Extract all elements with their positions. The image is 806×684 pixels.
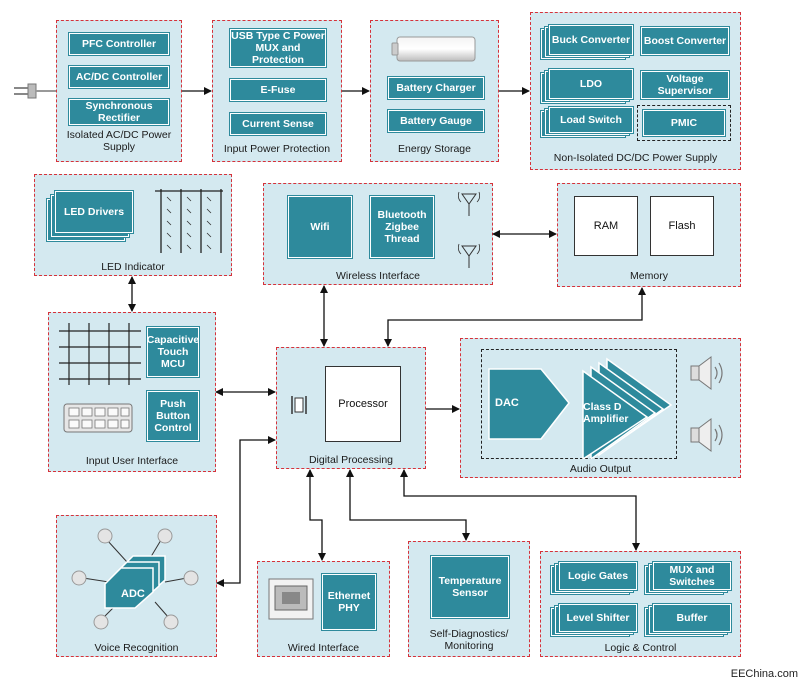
antenna-icon xyxy=(458,243,480,268)
flash-block: Flash xyxy=(650,196,714,256)
speaker-icon xyxy=(690,356,723,390)
logic-gates-stack: Logic Gates xyxy=(551,562,637,594)
logic-control-panel: Logic Gates MUX and Switches Level Shift… xyxy=(540,551,741,657)
ram-block: RAM xyxy=(574,196,638,256)
audio-output-title: Audio Output xyxy=(569,463,632,475)
temperature-sensor-block: Temperature Sensor xyxy=(431,556,509,618)
ldo-block: LDO xyxy=(549,69,633,99)
battery-icon xyxy=(391,36,476,62)
buck-converter-stack: Buck Converter xyxy=(541,25,633,59)
processor-block: Processor xyxy=(325,366,401,442)
audio-output-panel: DAC Class D Amplifier Audio Output xyxy=(460,338,741,478)
ethernet-port-icon xyxy=(268,578,314,620)
battery-gauge-block: Battery Gauge xyxy=(388,110,484,132)
logic-control-title: Logic & Control xyxy=(604,642,677,654)
wireless-title: Wireless Interface xyxy=(335,270,421,282)
digital-processing-panel: Processor Digital Processing xyxy=(276,347,426,469)
cap-touch-mcu-block: Capacitive Touch MCU xyxy=(147,327,199,377)
dac-label: DAC xyxy=(495,397,519,409)
led-indicator-title: LED Indicator xyxy=(101,261,165,273)
ethernet-phy-block: Ethernet PHY xyxy=(322,574,376,630)
nonisolated-dcdc-panel: Buck Converter Boost Converter LDO Volta… xyxy=(530,12,741,170)
audio-dashed-frame xyxy=(481,349,677,459)
pfc-controller-block: PFC Controller xyxy=(69,33,169,55)
speaker-icon xyxy=(690,418,723,452)
level-shifter-block: Level Shifter xyxy=(559,604,637,632)
usb-typec-block: USB Type C Power MUX and Protection xyxy=(230,29,326,67)
digital-processing-title: Digital Processing xyxy=(308,454,394,466)
nonisolated-title: Non-Isolated DC/DC Power Supply xyxy=(553,152,718,164)
led-drivers-block: LED Drivers xyxy=(55,191,133,233)
logic-gates-block: Logic Gates xyxy=(559,562,637,590)
efuse-block: E-Fuse xyxy=(230,79,326,101)
buck-converter-block: Buck Converter xyxy=(549,25,633,55)
ldo-stack: LDO xyxy=(541,69,633,103)
load-switch-block: Load Switch xyxy=(549,107,633,133)
bluetooth-block: Bluetooth Zigbee Thread xyxy=(370,196,434,258)
led-matrix-icon xyxy=(155,189,223,253)
led-indicator-panel: LED Drivers LED Indicator xyxy=(34,174,232,276)
led-drivers-stack: LED Drivers xyxy=(47,191,137,241)
pmic-block: PMIC xyxy=(643,110,725,136)
buffer-block: Buffer xyxy=(653,604,731,632)
self-diagnostics-panel: Temperature Sensor Self-Diagnostics/ Mon… xyxy=(408,541,530,657)
wired-interface-panel: Ethernet PHY Wired Interface xyxy=(257,561,390,657)
voltage-supervisor-block: Voltage Supervisor xyxy=(641,71,729,99)
class-d-amp-label: Class D Amplifier xyxy=(583,401,629,425)
pmic-dashed-frame xyxy=(637,105,731,141)
acdc-controller-block: AC/DC Controller xyxy=(69,66,169,88)
wifi-block: Wifi xyxy=(288,196,352,258)
push-button-block: Push Button Control xyxy=(147,391,199,441)
mic-array-icon xyxy=(71,528,199,630)
load-switch-stack: Load Switch xyxy=(541,107,633,137)
isolated-acdc-title: Isolated AC/DC Power Supply xyxy=(66,129,172,153)
mux-switches-block: MUX and Switches xyxy=(653,562,731,590)
mux-switches-stack: MUX and Switches xyxy=(645,562,731,594)
energy-storage-panel: Battery Charger Battery Gauge Energy Sto… xyxy=(370,20,499,162)
buffer-stack: Buffer xyxy=(645,604,731,636)
input-ui-title: Input User Interface xyxy=(85,455,179,467)
input-protection-panel: USB Type C Power MUX and Protection E-Fu… xyxy=(212,20,342,162)
footer-credit: EEChina.com xyxy=(730,668,798,680)
voice-recognition-panel: ADC Voice Recognition xyxy=(56,515,217,657)
energy-storage-title: Energy Storage xyxy=(398,143,471,155)
wireless-panel: Wifi Bluetooth Zigbee Thread Wireless In… xyxy=(263,183,493,285)
current-sense-block: Current Sense xyxy=(230,113,326,135)
self-diagnostics-title: Self-Diagnostics/ Monitoring xyxy=(429,628,509,652)
touch-grid-icon xyxy=(59,323,141,385)
voice-recognition-title: Voice Recognition xyxy=(94,642,179,654)
power-plug-icon xyxy=(14,83,56,99)
boost-converter-block: Boost Converter xyxy=(641,27,729,55)
antenna-icon xyxy=(458,191,480,216)
memory-title: Memory xyxy=(630,270,668,282)
wired-interface-title: Wired Interface xyxy=(287,642,360,654)
battery-charger-block: Battery Charger xyxy=(388,77,484,99)
adc-label: ADC xyxy=(121,588,145,600)
input-protection-title: Input Power Protection xyxy=(223,143,331,155)
button-panel-icon xyxy=(63,403,133,433)
audio-shapes xyxy=(488,357,673,459)
input-ui-panel: Capacitive Touch MCU Push Button Control… xyxy=(48,312,216,472)
sync-rectifier-block: Synchronous Rectifier xyxy=(69,99,169,125)
level-shifter-stack: Level Shifter xyxy=(551,604,637,636)
isolated-acdc-panel: PFC Controller AC/DC Controller Synchron… xyxy=(56,20,182,162)
memory-panel: RAM Flash Memory xyxy=(557,183,741,287)
crystal-icon xyxy=(291,396,307,414)
